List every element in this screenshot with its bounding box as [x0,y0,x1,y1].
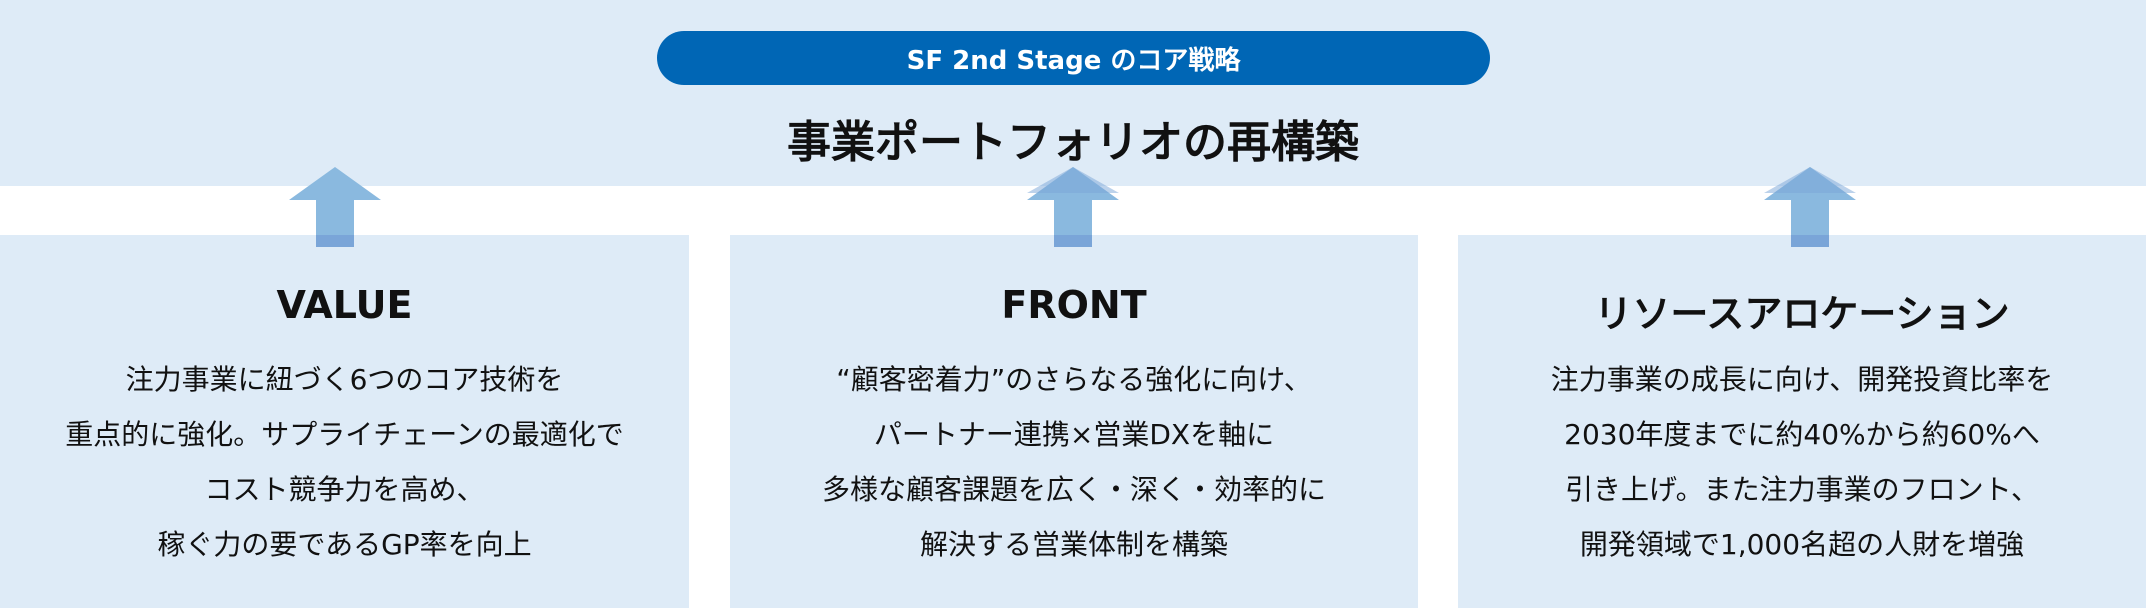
pillar-text-line: 重点的に強化。サプライチェーンの最適化で [65,418,624,451]
pillar-text-line: 注力事業に紐づく6つのコア技術を [125,363,564,396]
pillar-text-line: “顧客密着力”のさらなる強化に向け、 [836,363,1312,396]
pillar-text-line: 注力事業の成長に向け、開発投資比率を [1550,363,2054,396]
pillar-front: FRONT “顧客密着力”のさらなる強化に向け、 パートナー連携×営業DXを軸に… [730,235,1418,608]
pillar-text-line: 引き上げ。また注力事業のフロント、 [1564,473,2040,506]
pillar-value: VALUE 注力事業に紐づく6つのコア技術を 重点的に強化。サプライチェーンの最… [0,235,689,608]
pillar-text-line: コスト競争力を高め、 [204,473,485,506]
pillar-text-line: 多様な顧客課題を広く・深く・効率的に [821,473,1326,506]
pillar-heading: FRONT [1001,283,1147,327]
pillar-text-line: パートナー連携×営業DXを軸に [873,418,1275,451]
pillar-resource-allocation: リソースアロケーション 注力事業の成長に向け、開発投資比率を 2030年度までに… [1458,235,2146,608]
up-arrow-icon [1027,167,1119,247]
pillar-heading: リソースアロケーション [1594,292,2010,336]
up-arrow-icon [1764,167,1856,247]
pillar-text-line: 開発領域で1,000名超の人財を増強 [1579,528,2025,561]
pillar-text-line: 稼ぐ力の要であるGP率を向上 [157,528,532,561]
pillar-text-line: 2030年度までに約40%から約60%へ [1564,418,2040,451]
up-arrow-icon [289,167,381,247]
pillar-text-line: 解決する営業体制を構築 [919,528,1228,561]
pillar-heading: VALUE [276,283,413,327]
page-title: 事業ポートフォリオの再構築 [787,117,1359,168]
strategy-badge: SF 2nd Stage のコア戦略 [657,31,1490,85]
